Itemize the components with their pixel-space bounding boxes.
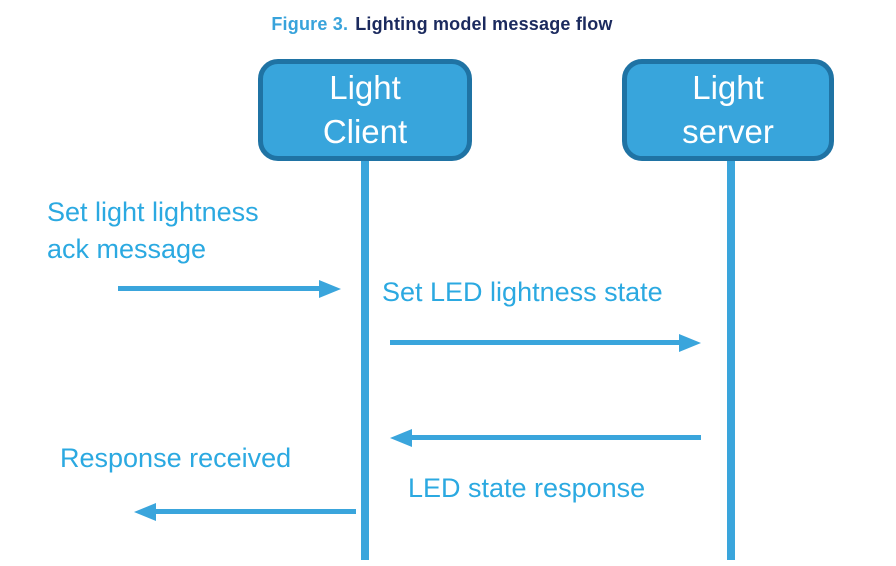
- actor-box-light-server: Light server: [622, 59, 834, 161]
- message-label-led-state-response: LED state response: [408, 473, 646, 503]
- message-label-set-led-lightness-state: Set LED lightness state: [382, 277, 663, 307]
- message-label-response-received: Response received: [60, 443, 292, 473]
- figure-number-label: Figure 3.: [271, 14, 349, 34]
- figure-title: Figure 3. Lighting model message flow: [0, 14, 884, 35]
- actor-label-line: server: [682, 113, 774, 150]
- arrow-head-right: [319, 280, 341, 298]
- message-arrow-led-state-response: [390, 429, 701, 447]
- message-label-set-light-lightness-ack: Set light lightness ack message: [47, 194, 259, 268]
- actor-label-line: Light: [329, 69, 401, 106]
- message-label-line: ack message: [47, 234, 207, 264]
- message-arrow-set-light-lightness-ack: [118, 280, 341, 298]
- arrow-head-left: [390, 429, 412, 447]
- arrow-shaft: [404, 435, 701, 440]
- arrow-head-left: [134, 503, 156, 521]
- message-arrow-response-received: [134, 503, 356, 521]
- figure-title-text: Lighting model message flow: [355, 14, 613, 34]
- actor-label-line: Light: [692, 69, 764, 106]
- message-label-line: Set light lightness: [47, 197, 259, 227]
- actor-box-light-client: Light Client: [258, 59, 472, 161]
- arrow-shaft: [148, 509, 356, 514]
- lifeline-light-client: [361, 152, 369, 560]
- arrow-shaft: [118, 286, 327, 291]
- arrow-shaft: [390, 340, 687, 345]
- arrow-head-right: [679, 334, 701, 352]
- lifeline-light-server: [727, 152, 735, 560]
- actor-label-line: Client: [322, 113, 408, 150]
- message-arrow-set-led-lightness-state: [390, 334, 701, 352]
